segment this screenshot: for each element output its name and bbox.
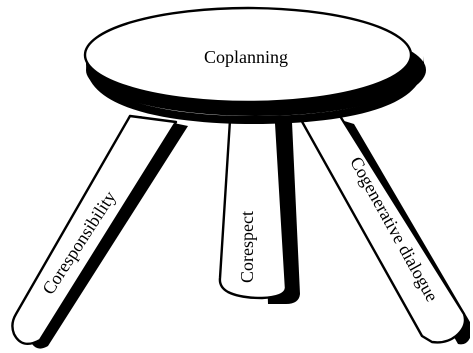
leg-middle	[220, 120, 300, 304]
seat-label: Coplanning	[204, 47, 288, 67]
leg-right-body	[300, 116, 465, 342]
leg-middle-label: Corespect	[237, 211, 257, 283]
leg-left	[12, 116, 188, 349]
